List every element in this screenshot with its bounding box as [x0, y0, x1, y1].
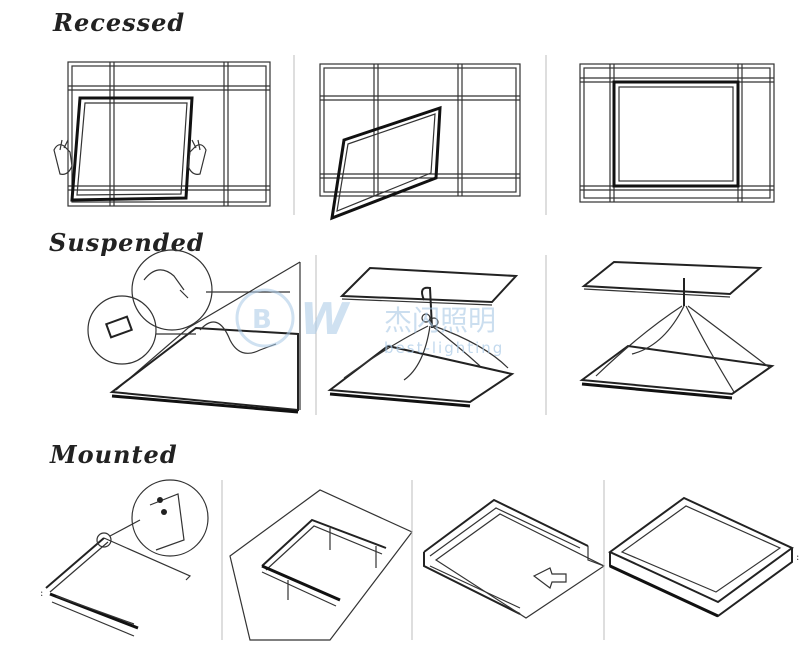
suspended-step-2 — [327, 266, 519, 408]
detail-circle — [131, 249, 213, 331]
watermark: B W — [235, 288, 351, 348]
watermark-en-text: best-lighting — [384, 339, 504, 357]
recessed-step-1 — [53, 61, 271, 207]
arrow-icon — [532, 567, 567, 589]
mounted-step-1: : — [40, 479, 209, 637]
mounted-heading: Mounted — [50, 440, 178, 469]
recessed-heading: Recessed — [53, 8, 186, 37]
svg-text:W: W — [300, 294, 351, 345]
suspended-step-1 — [87, 249, 301, 414]
detail-circle — [131, 479, 209, 557]
svg-text::: : — [40, 588, 43, 599]
recessed-step-2 — [319, 63, 521, 221]
svg-text:B: B — [252, 305, 272, 335]
svg-text::: : — [796, 552, 799, 563]
watermark-cn-text: 杰闪照明 — [384, 304, 496, 337]
mounted-step-3 — [423, 498, 606, 619]
suspended-step-3 — [579, 260, 775, 400]
detail-circle — [87, 295, 157, 365]
mounted-step-4: : — [608, 496, 799, 618]
mounted-step-2 — [229, 489, 413, 641]
hand-icon — [187, 139, 207, 175]
suspended-heading: Suspended — [49, 228, 205, 257]
hand-icon — [53, 139, 73, 175]
recessed-step-3 — [579, 63, 775, 203]
